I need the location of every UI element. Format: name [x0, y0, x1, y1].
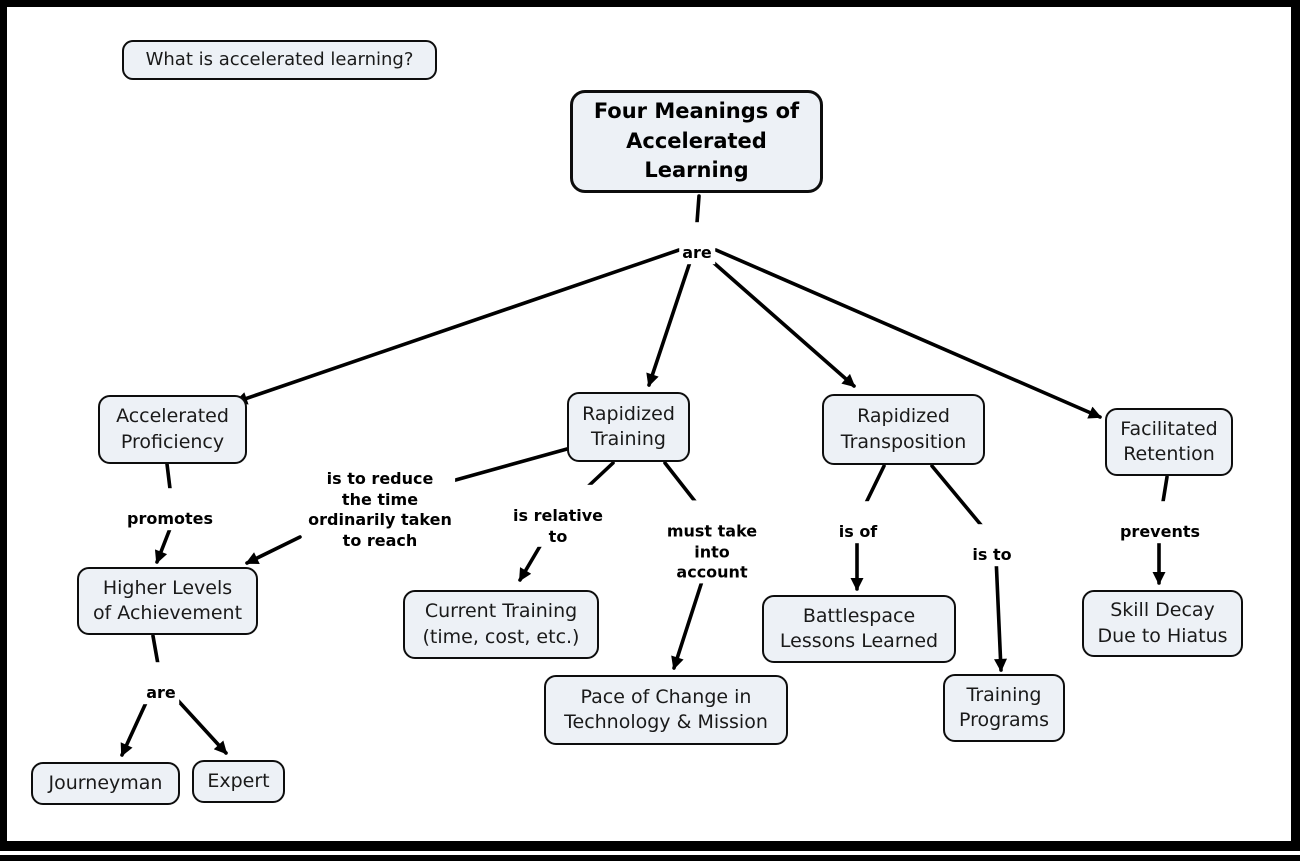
link-label-are-main[interactable]: are	[679, 222, 715, 264]
edge-must-take-to-pace-of-change	[671, 570, 707, 670]
edge-are-to-expert	[170, 692, 228, 755]
concept-node-higher-levels[interactable]: Higher Levels of Achievement	[77, 567, 258, 635]
question-node[interactable]: What is accelerated learning?	[122, 40, 437, 80]
link-text: must take into account	[666, 521, 758, 582]
concept-node-rapidized-transposition[interactable]: Rapidized Transposition	[822, 394, 985, 465]
title-label: Four Meanings of Accelerated Learning	[593, 98, 800, 183]
link-text: are	[682, 243, 712, 262]
link-label-is-to-reduce[interactable]: is to reduce the time ordinarily taken t…	[305, 448, 455, 552]
link-text: are	[146, 683, 176, 702]
concept-label: Facilitated Retention	[1120, 417, 1218, 465]
link-text: is to	[972, 545, 1012, 564]
edge-are-to-rapidized-training	[646, 254, 694, 387]
link-label-is-to[interactable]: is to	[969, 524, 1015, 566]
concept-node-four-meanings-title[interactable]: Four Meanings of Accelerated Learning	[570, 90, 823, 193]
concept-node-facilitated-retention[interactable]: Facilitated Retention	[1105, 408, 1233, 476]
link-label-is-of[interactable]: is of	[835, 501, 881, 543]
link-label-prevents[interactable]: prevents	[1116, 501, 1204, 543]
concept-label: Training Programs	[958, 683, 1050, 731]
bottom-border-strip	[0, 855, 1300, 861]
question-label: What is accelerated learning?	[145, 49, 414, 71]
concept-node-journeyman[interactable]: Journeyman	[31, 762, 180, 805]
edge-are-to-accelerated-proficiency	[234, 248, 681, 405]
link-label-is-relative-to[interactable]: is relative to	[509, 484, 607, 548]
concept-node-accelerated-proficiency[interactable]: Accelerated Proficiency	[98, 395, 247, 464]
edge-rtr-to-is-to	[930, 464, 988, 533]
edge-is-to-reduce-to-higher-levels	[245, 535, 302, 565]
concept-label: Current Training (time, cost, etc.)	[422, 600, 580, 648]
concept-node-skill-decay[interactable]: Skill Decay Due to Hiatus	[1082, 590, 1243, 657]
concept-node-rapidized-training[interactable]: Rapidized Training	[567, 392, 690, 462]
concept-label: Battlespace Lessons Learned	[779, 604, 939, 652]
concept-node-battlespace-lessons[interactable]: Battlespace Lessons Learned	[762, 595, 956, 663]
concept-node-current-training[interactable]: Current Training (time, cost, etc.)	[403, 590, 599, 659]
edge-are-to-journeyman	[120, 692, 152, 757]
edge-are-to-rapidized-transposition	[704, 254, 856, 388]
edge-is-to-to-training-programs	[994, 555, 1008, 672]
edge-are-to-facilitated-retention	[714, 248, 1102, 419]
concept-label: Journeyman	[48, 771, 163, 794]
link-text: is to reduce the time ordinarily taken t…	[308, 468, 452, 551]
concept-label: Rapidized Transposition	[840, 405, 967, 453]
concept-label: Skill Decay Due to Hiatus	[1097, 599, 1228, 647]
link-text: promotes	[126, 509, 214, 528]
link-text: is relative to	[512, 505, 604, 546]
concept-label: Higher Levels of Achievement	[92, 576, 243, 624]
concept-node-pace-of-change[interactable]: Pace of Change in Technology & Mission	[544, 675, 788, 745]
concept-label: Expert	[207, 769, 270, 792]
link-label-are-levels[interactable]: are	[143, 662, 179, 704]
edge-rtr-to-is-of	[862, 464, 886, 509]
link-text: prevents	[1119, 522, 1201, 541]
link-label-promotes[interactable]: promotes	[123, 488, 217, 530]
link-label-must-take-into-account[interactable]: must take into account	[663, 500, 761, 584]
concept-label: Accelerated Proficiency	[116, 405, 229, 453]
concept-node-training-programs[interactable]: Training Programs	[943, 674, 1065, 742]
concept-label: Rapidized Training	[582, 402, 675, 450]
concept-label: Pace of Change in Technology & Mission	[564, 685, 768, 733]
link-text: is of	[838, 522, 878, 541]
edge-rt-to-is-to-reduce	[450, 447, 569, 483]
concept-node-expert[interactable]: Expert	[192, 760, 285, 803]
